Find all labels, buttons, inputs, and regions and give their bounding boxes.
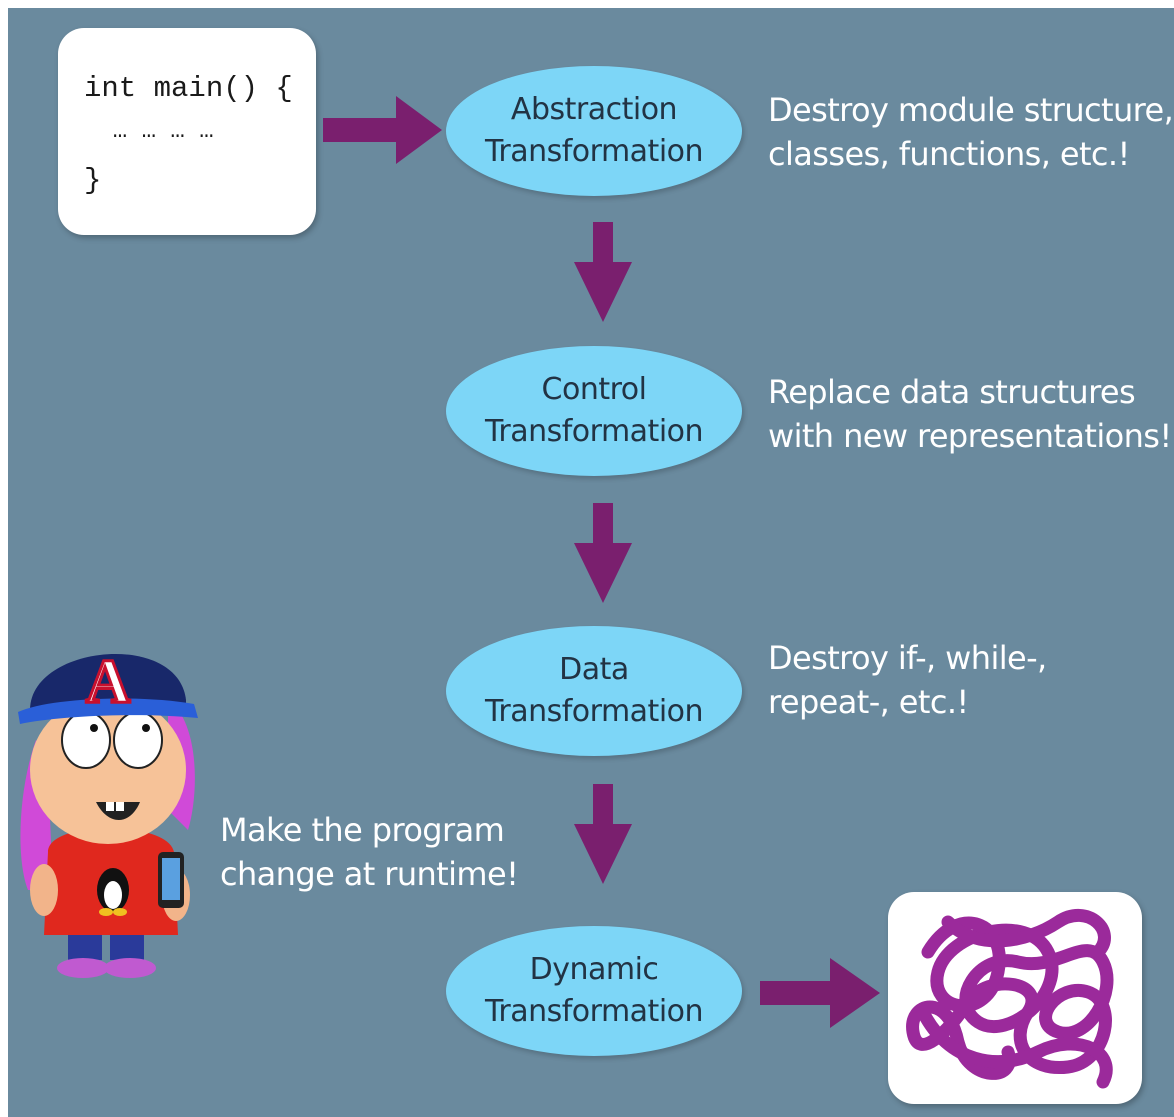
mascot-character: A (18, 647, 198, 978)
desc-data-line1: Destroy if-, while-, (768, 639, 1047, 677)
desc-data-line2: repeat-, etc.! (768, 683, 969, 721)
scribble-box (888, 892, 1142, 1104)
code-line-1: int main() { (84, 72, 293, 105)
code-line-3: } (84, 164, 102, 197)
step-control: Control Transformation (446, 346, 742, 476)
left-border (0, 0, 8, 1117)
code-line-2: … … … … (84, 118, 214, 145)
arrow-control-to-data (574, 503, 632, 603)
desc-abstraction-line1: Destroy module structure, (768, 91, 1174, 129)
desc-dynamic-line2: change at runtime! (220, 855, 519, 893)
step-abstraction-line1: Abstraction (510, 92, 678, 127)
step-control-line1: Control (541, 372, 647, 407)
desc-control-line2: with new representations! (768, 417, 1172, 455)
arrow-abstraction-to-control (574, 222, 632, 322)
desc-data: Destroy if-, while-, repeat-, etc.! (768, 636, 1047, 724)
arrow-data-to-dynamic (574, 784, 632, 884)
step-abstraction: Abstraction Transformation (446, 66, 742, 196)
desc-dynamic: Make the program change at runtime! (220, 808, 519, 896)
step-dynamic-line1: Dynamic (529, 952, 659, 987)
desc-abstraction: Destroy module structure, classes, funct… (768, 88, 1174, 176)
step-dynamic: Dynamic Transformation (446, 926, 742, 1056)
cap-letter: A (86, 648, 131, 716)
desc-abstraction-line2: classes, functions, etc.! (768, 135, 1130, 173)
desc-control-line1: Replace data structures (768, 373, 1136, 411)
step-data: Data Transformation (446, 626, 742, 756)
step-data-line2: Transformation (484, 694, 704, 729)
scribble-icon (906, 909, 1114, 1089)
step-data-line1: Data (559, 652, 629, 687)
top-border (0, 0, 1174, 8)
step-control-line2: Transformation (484, 414, 704, 449)
arrow-code-to-abstraction (323, 96, 442, 164)
desc-control: Replace data structures with new represe… (768, 370, 1172, 458)
step-abstraction-line2: Transformation (484, 134, 704, 169)
arrow-dynamic-to-scribble (760, 958, 880, 1028)
desc-dynamic-line1: Make the program (220, 811, 505, 849)
code-box: int main() { … … … … } (58, 28, 316, 235)
step-dynamic-line2: Transformation (484, 994, 704, 1029)
